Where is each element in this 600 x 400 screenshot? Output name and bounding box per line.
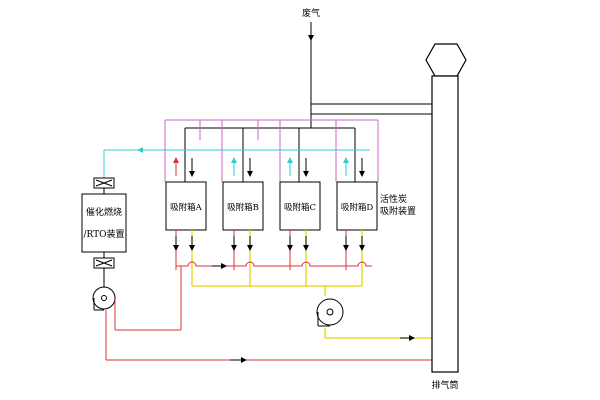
adsorption-box-c: 吸附箱C [279, 181, 321, 231]
exhaust-fan [316, 298, 344, 327]
stack-label: 排气筒 [431, 379, 458, 391]
system-label-line1: 活性炭 [380, 193, 407, 205]
hot-air-header [176, 261, 372, 267]
desorb-gas-line [103, 147, 370, 178]
valve-top [93, 177, 115, 189]
combustion-device: 催化燃烧 /RTO装置 [81, 193, 127, 253]
device-label-line1: 催化燃烧 [86, 206, 122, 218]
device-label-line2: /RTO装置 [83, 228, 124, 240]
waste-gas-label: 废气 [302, 7, 320, 19]
box-d-label: 吸附箱D [341, 202, 374, 213]
purge-lines [164, 119, 379, 182]
adsorption-box-b: 吸附箱B [222, 181, 264, 231]
system-label-line2: 吸附装置 [380, 205, 416, 217]
inlet-line [184, 22, 432, 182]
adsorption-boxes: 吸附箱A 吸附箱B 吸附箱C 吸附箱D [165, 181, 378, 231]
adsorption-box-d: 吸附箱D [336, 181, 378, 231]
hot-air-lines [105, 265, 432, 361]
exhaust-lines [192, 285, 432, 339]
adsorption-box-a: 吸附箱A [165, 181, 207, 231]
box-b-label: 吸附箱B [227, 202, 259, 213]
box-top-arrows [173, 157, 365, 177]
desorb-fan [92, 286, 116, 311]
box-c-label: 吸附箱C [284, 202, 316, 213]
box-a-label: 吸附箱A [170, 202, 203, 213]
exhaust-stack [425, 43, 467, 373]
valve-bottom [93, 257, 115, 269]
box-bottom-lines [173, 230, 365, 286]
